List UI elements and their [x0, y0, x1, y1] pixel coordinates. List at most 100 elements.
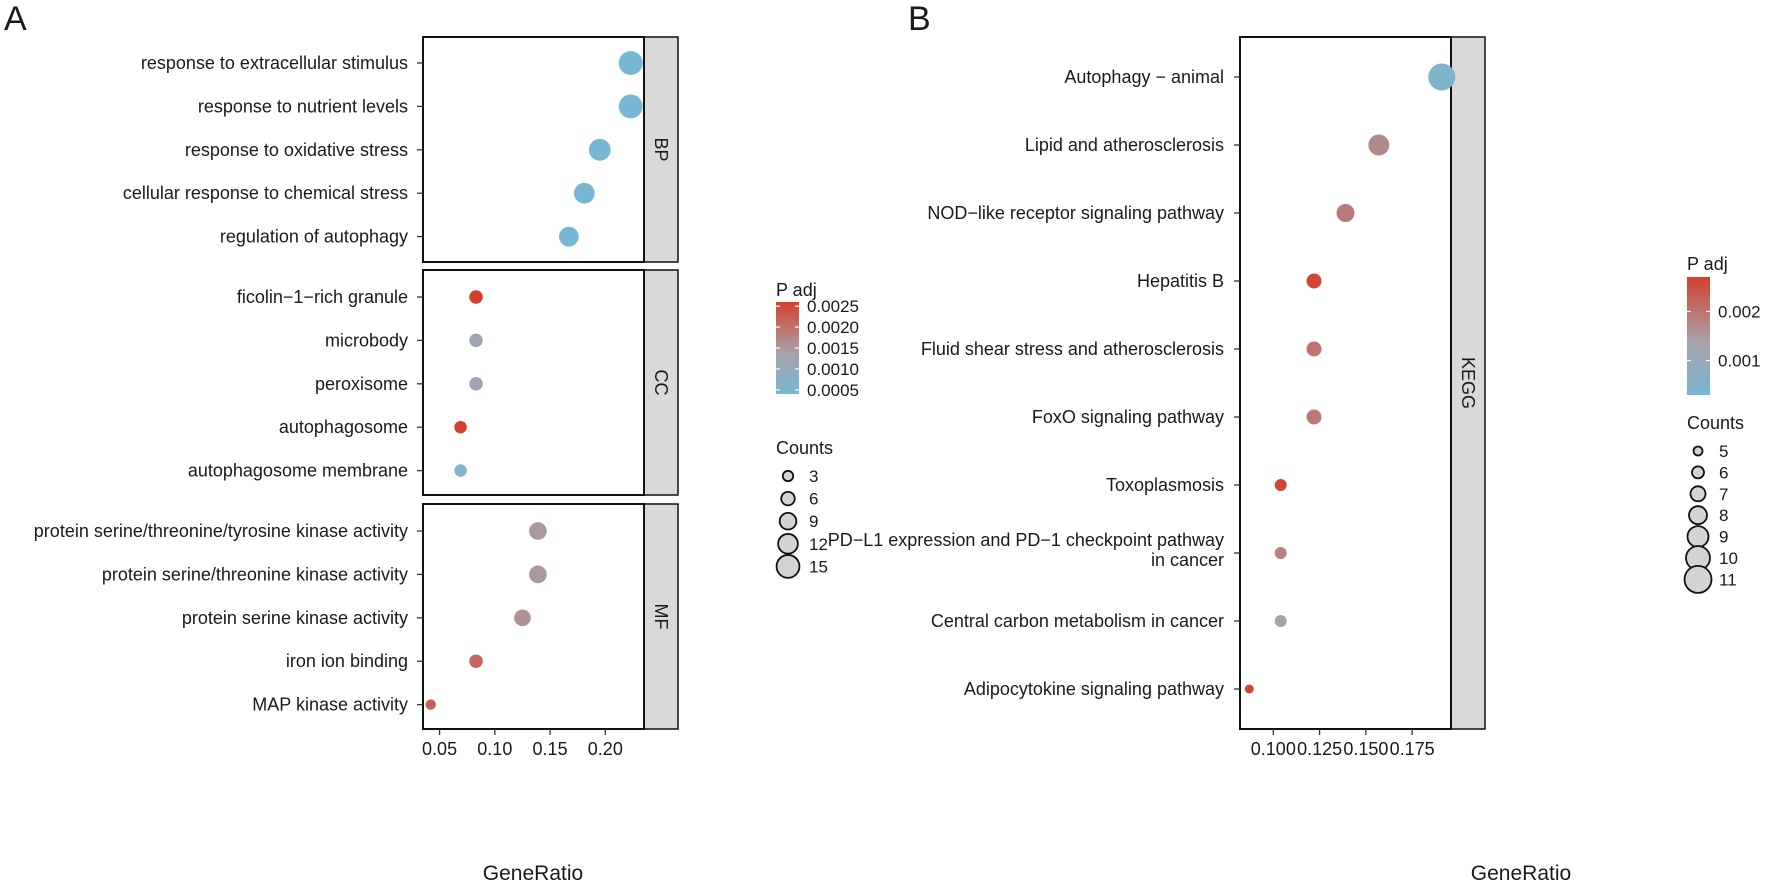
size-legend-point — [1686, 525, 1710, 548]
y-tick-label: Fluid shear stress and atherosclerosis — [921, 339, 1224, 359]
size-legend-point — [775, 554, 801, 579]
size-legend-label: 10 — [1719, 549, 1738, 568]
y-tick-label: Adipocytokine signaling pathway — [964, 679, 1224, 699]
data-point — [469, 377, 483, 391]
size-legend-label: 3 — [809, 467, 818, 486]
y-tick-label: Autophagy − animal — [1064, 67, 1224, 87]
y-tick-label: cellular response to chemical stress — [123, 183, 408, 203]
y-tick-label: response to nutrient levels — [198, 96, 408, 116]
data-point — [573, 182, 595, 204]
size-legend-point — [780, 490, 796, 507]
facet-strip-label: CC — [651, 370, 671, 396]
panel-b-size-legend-title: Counts — [1687, 413, 1744, 433]
size-legend-label: 6 — [1719, 463, 1728, 482]
y-tick-label: response to extracellular stimulus — [141, 53, 408, 73]
size-legend-point — [1692, 445, 1704, 457]
facet-strip — [1450, 36, 1486, 730]
data-point — [514, 609, 531, 627]
data-point — [618, 51, 643, 75]
y-tick-label: regulation of autophagy — [220, 227, 408, 247]
size-legend-point — [1688, 505, 1708, 526]
data-point — [1274, 615, 1287, 627]
panel-a: A BP response to extracellular stimulus re… — [4, 0, 859, 885]
y-tick-label: Toxoplasmosis — [1106, 475, 1224, 495]
panel-a-plot: BP response to extracellular stimulus resp… — [34, 36, 679, 759]
y-tick-label-line: PD−L1 expression and PD−1 checkpoint pat… — [828, 530, 1224, 550]
panel-a-color-legend-title: P adj — [776, 280, 817, 300]
y-tick-label: Lipid and atherosclerosis — [1025, 135, 1224, 155]
size-legend-label: 7 — [1719, 485, 1728, 504]
data-point — [454, 420, 467, 434]
size-legend-label: 11 — [1719, 570, 1737, 589]
size-legend-point — [1691, 465, 1705, 480]
y-tick-label: iron ion binding — [286, 651, 408, 671]
panel-b-legend: P adj 0.002 0.001 Counts 5 6 7 8 9 10 11 — [1683, 254, 1761, 594]
panel-a-colorbar — [776, 302, 799, 394]
size-legend-point — [781, 469, 795, 483]
colorbar-tick-label: 0.001 — [1718, 352, 1761, 371]
y-tick-label: Central carbon metabolism in cancer — [931, 611, 1224, 631]
size-legend-label: 8 — [1719, 506, 1728, 525]
y-tick-label: autophagosome — [279, 417, 408, 437]
x-tick-label: 0.15 — [533, 739, 568, 759]
y-tick-label: FoxO signaling pathway — [1032, 407, 1224, 427]
data-point — [1274, 547, 1287, 559]
data-point — [1428, 63, 1456, 91]
colorbar-tick-label: 0.002 — [1718, 302, 1761, 321]
size-legend-label: 9 — [1719, 528, 1728, 547]
panel-b-color-legend-title: P adj — [1687, 254, 1728, 274]
facet-strip-label: BP — [651, 137, 671, 161]
panel-b-colorbar — [1687, 277, 1710, 395]
panel-b-colorbar-ticks: 0.002 0.001 — [1687, 302, 1761, 371]
y-tick-label: ficolin−1−rich granule — [237, 287, 408, 307]
panel-a-letter: A — [4, 0, 27, 38]
panel-b-size-legend: 5 6 7 8 9 10 11 — [1683, 442, 1738, 594]
data-point — [1274, 479, 1287, 491]
data-point — [425, 699, 436, 710]
x-tick-label: 0.05 — [422, 739, 457, 759]
x-tick-label: 0.125 — [1297, 739, 1342, 759]
data-point — [529, 565, 547, 584]
data-point — [558, 226, 579, 247]
facet-frame — [422, 36, 645, 263]
size-legend-label: 15 — [809, 557, 828, 576]
data-point — [588, 138, 611, 161]
size-legend-label: 5 — [1719, 442, 1728, 461]
y-tick-label: protein serine kinase activity — [182, 608, 408, 628]
panel-a-x-axis-title: GeneRatio — [483, 862, 583, 885]
data-point — [469, 333, 483, 348]
data-point — [454, 464, 467, 477]
data-point — [469, 654, 483, 668]
facet-bp: BP response to extracellular stimulus resp… — [123, 36, 679, 263]
colorbar-tick-label: 0.0020 — [807, 318, 859, 337]
data-point — [1306, 273, 1322, 289]
y-tick-label: NOD−like receptor signaling pathway — [927, 203, 1224, 223]
size-legend-point — [778, 511, 798, 531]
y-tick-label: protein serine/threonine/tyrosine kinase… — [34, 521, 408, 541]
facet-frame — [422, 269, 645, 496]
y-tick-label: microbody — [325, 330, 408, 350]
facet-frame — [1239, 36, 1452, 730]
colorbar-tick-label: 0.0015 — [807, 339, 859, 358]
colorbar-tick-label: 0.0010 — [807, 360, 859, 379]
size-legend-label: 9 — [809, 512, 818, 531]
x-tick-label: 0.10 — [477, 739, 512, 759]
data-point — [1306, 341, 1322, 357]
colorbar-tick-label: 0.0025 — [807, 297, 859, 316]
facet-strip-label: KEGG — [1458, 357, 1478, 409]
x-tick-label: 0.175 — [1390, 739, 1435, 759]
y-tick-label-line: in cancer — [1151, 550, 1224, 570]
data-point — [1336, 204, 1355, 222]
facet-strip-label: MF — [651, 604, 671, 630]
facet-mf: MF protein serine/threonine/tyrosine kina… — [34, 503, 679, 730]
data-point — [469, 290, 483, 304]
x-tick-label: 0.150 — [1343, 739, 1388, 759]
data-point — [618, 94, 643, 119]
size-legend-point — [777, 533, 799, 555]
